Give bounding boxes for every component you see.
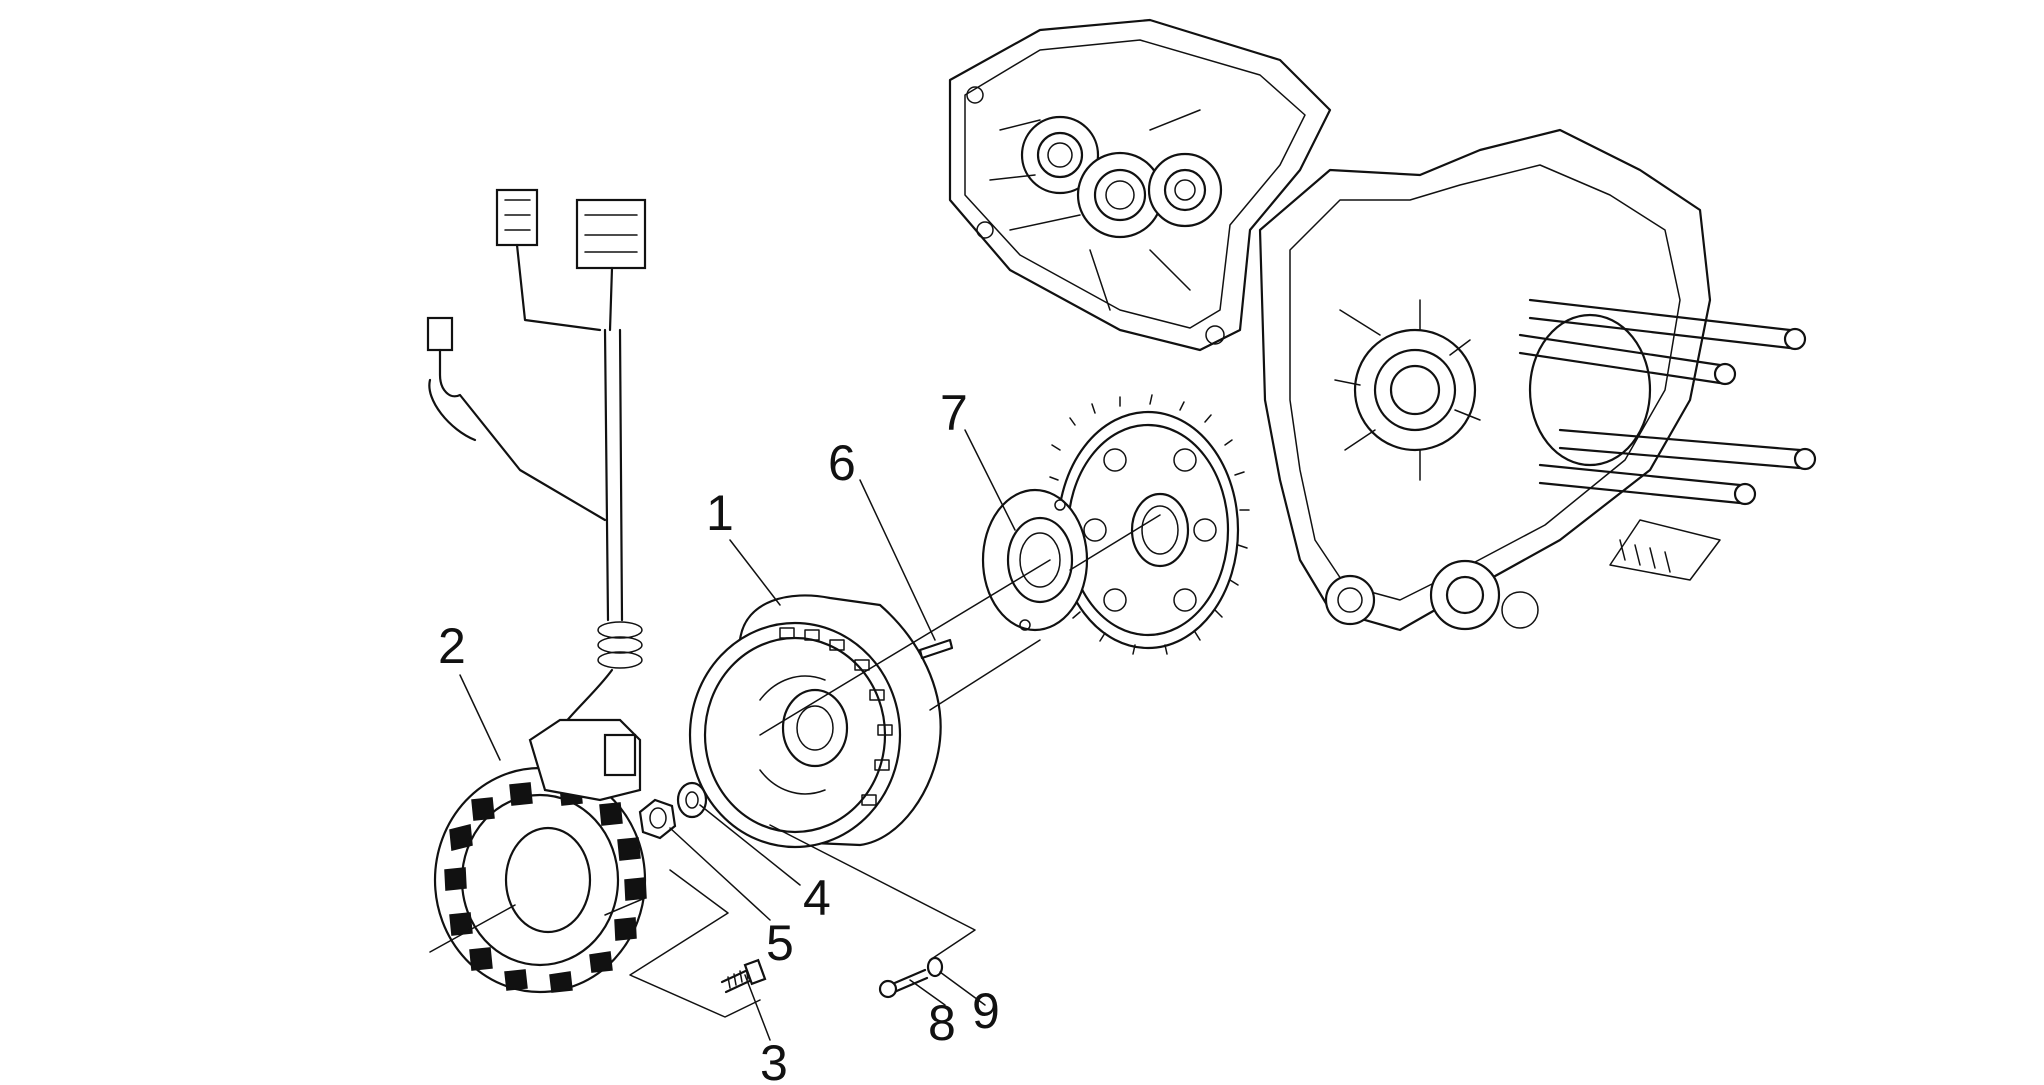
part-1-flywheel <box>688 594 942 849</box>
callout-2: 2 <box>438 618 466 674</box>
part-5-nut <box>638 798 677 840</box>
leader-lines <box>459 429 1016 1041</box>
part-8-screw <box>878 968 929 999</box>
part-3-screw <box>720 958 767 994</box>
part-4-washer <box>676 781 708 819</box>
callout-9: 9 <box>972 983 1000 1039</box>
callout-3: 3 <box>760 1035 788 1085</box>
part-2-stator-harness <box>426 188 647 994</box>
assembly-guide-lines <box>429 514 1161 1018</box>
part-9-washer <box>926 956 944 978</box>
engine-crankcase <box>948 18 1817 632</box>
one-way-clutch <box>981 488 1089 632</box>
callout-7: 7 <box>940 385 968 441</box>
callout-5: 5 <box>766 915 794 971</box>
part-6-woodruff-key <box>918 638 954 660</box>
callout-1: 1 <box>706 485 734 541</box>
callout-6: 6 <box>828 435 856 491</box>
callouts: 1 2 3 4 5 6 7 8 9 <box>438 385 1000 1085</box>
part-7-starter-gear <box>1047 394 1250 655</box>
callout-4: 4 <box>803 870 831 926</box>
callout-8: 8 <box>928 995 956 1051</box>
